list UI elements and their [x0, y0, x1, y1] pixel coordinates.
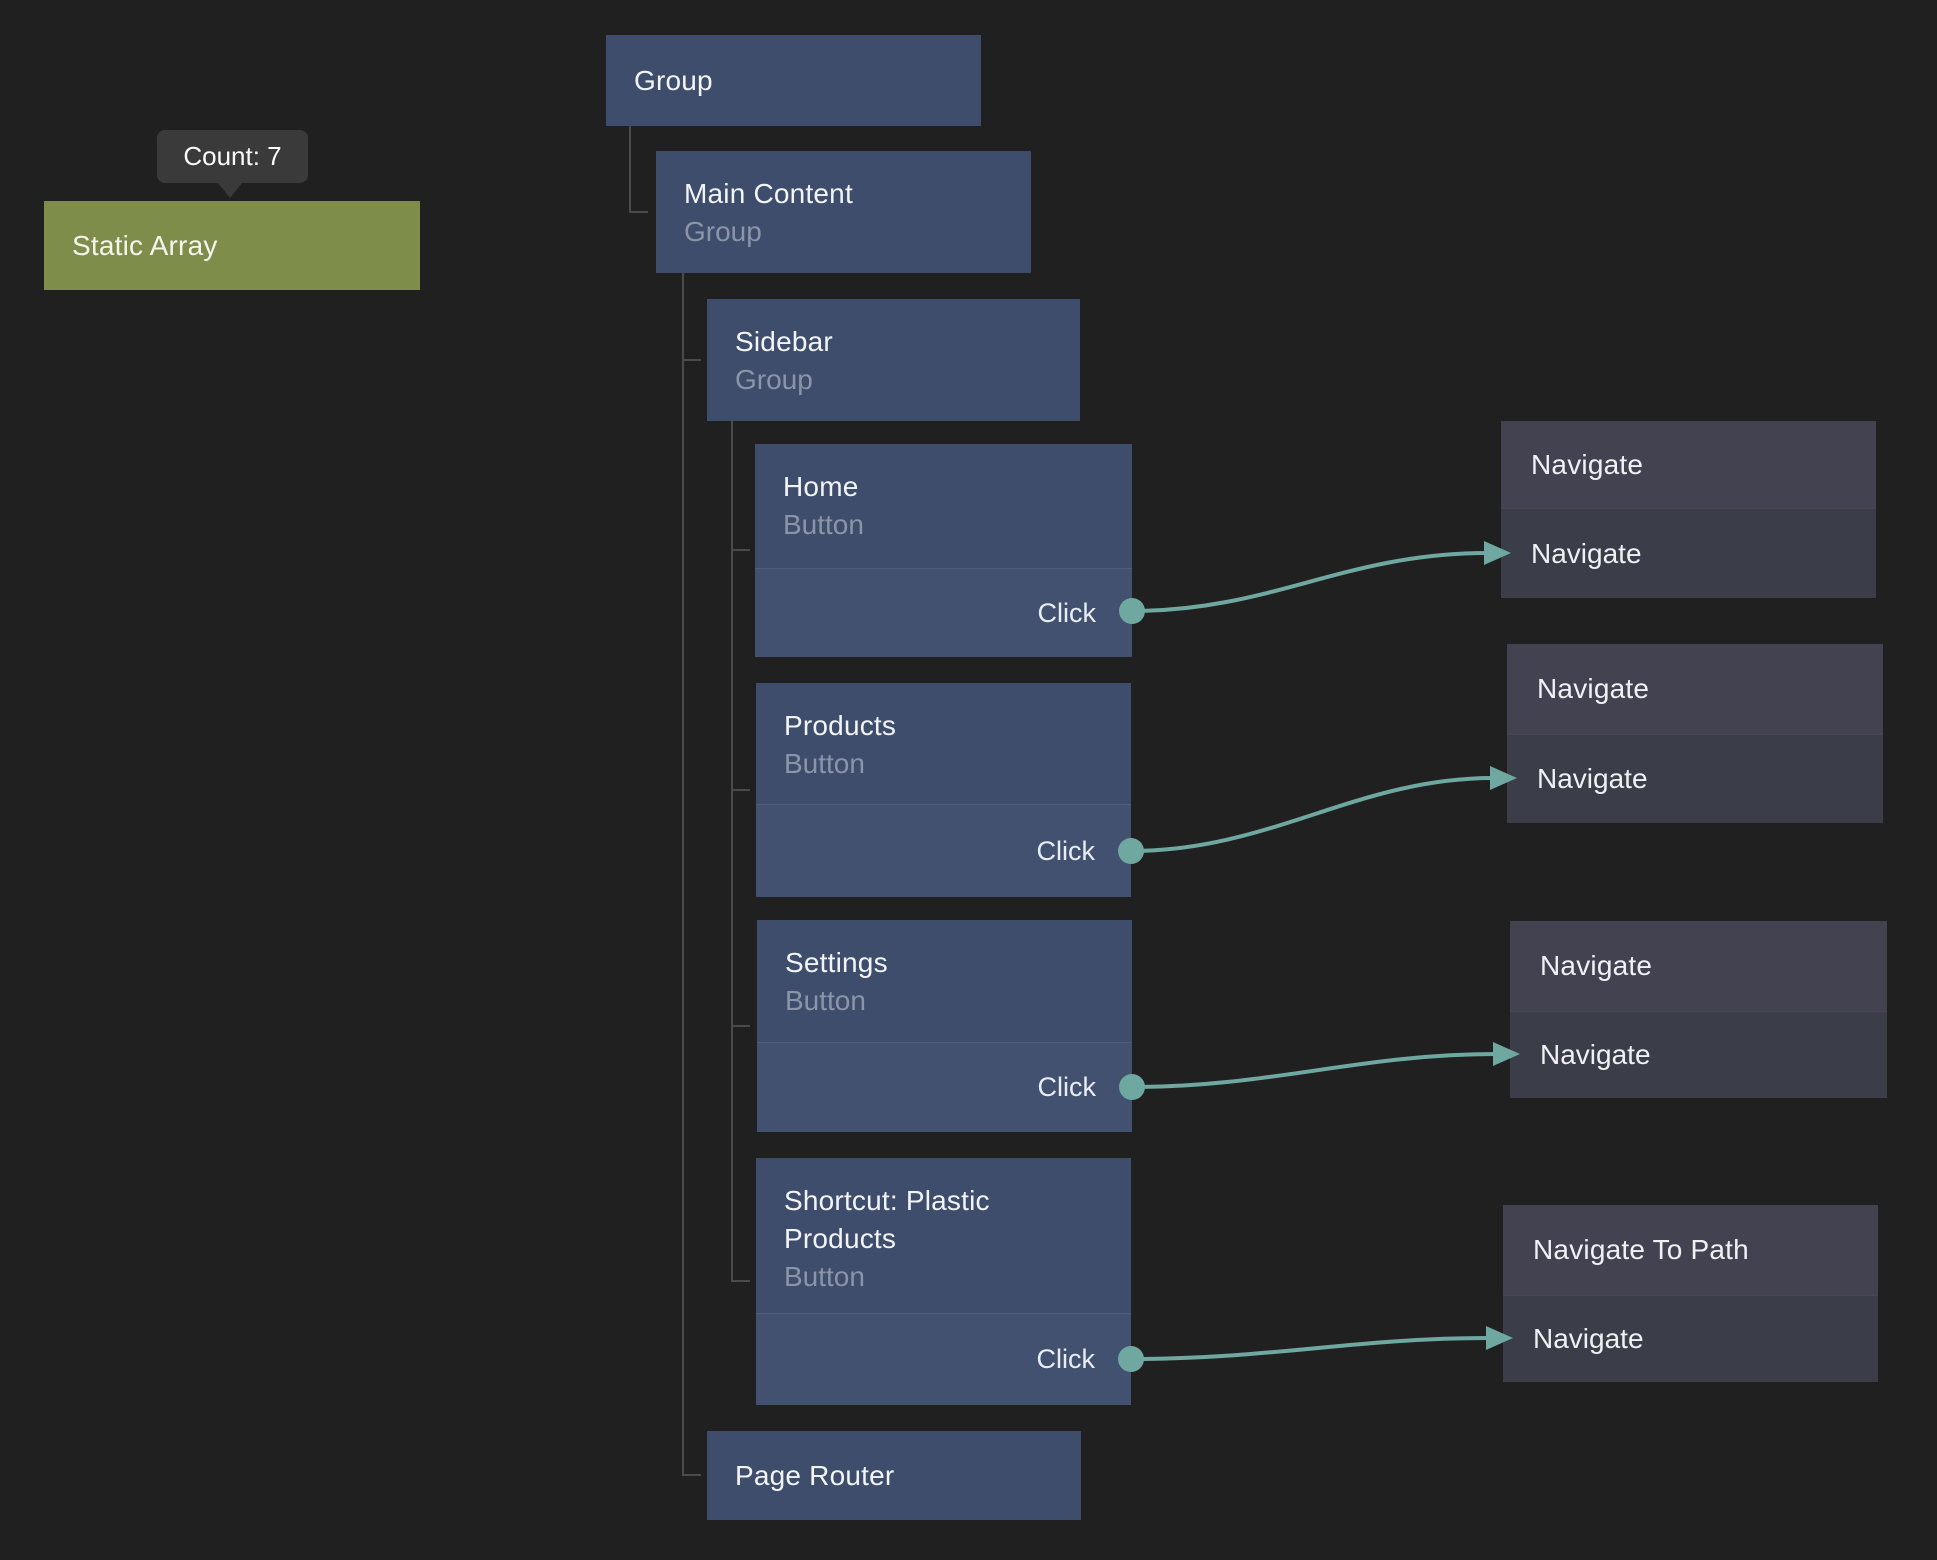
- node-title: Shortcut: Plastic Products: [784, 1185, 990, 1254]
- node-title: Group: [634, 64, 713, 96]
- tree-node-group[interactable]: Group: [606, 35, 981, 126]
- node-title: Settings: [785, 947, 888, 978]
- node-title: Home: [783, 471, 859, 502]
- action-node-title: Navigate: [1540, 950, 1653, 981]
- node-port-row: Click: [756, 1313, 1131, 1405]
- action-node-navigate-1[interactable]: Navigate Navigate: [1501, 421, 1876, 598]
- node-type-label: Group: [735, 364, 813, 395]
- action-node-navigate-2[interactable]: Navigate Navigate: [1507, 644, 1883, 823]
- click-port-label: Click: [1036, 1344, 1096, 1374]
- navigate-input-label: Navigate: [1537, 763, 1648, 794]
- node-header: Settings Button: [757, 920, 1132, 1042]
- count-tooltip: Count: 7: [157, 130, 308, 198]
- node-title: Main Content: [684, 178, 853, 209]
- navigate-input-label: Navigate: [1540, 1039, 1651, 1070]
- action-node-input-row: Navigate: [1507, 734, 1883, 823]
- tree-node-shortcut-button[interactable]: Shortcut: Plastic Products Button Click: [756, 1158, 1131, 1405]
- node-header: Products Button: [756, 683, 1131, 804]
- action-node-input-row: Navigate: [1501, 508, 1876, 598]
- node-title: Sidebar: [735, 326, 833, 357]
- action-node-navigate-3[interactable]: Navigate Navigate: [1510, 921, 1887, 1098]
- node-static-array[interactable]: Static Array: [44, 201, 420, 290]
- tree-line-main-children: [682, 273, 701, 1476]
- node-header: Shortcut: Plastic Products Button: [756, 1158, 1131, 1313]
- node-port-row: Click: [755, 568, 1132, 657]
- tree-node-sidebar[interactable]: Sidebar Group: [707, 299, 1080, 421]
- tree-node-settings-button[interactable]: Settings Button Click: [757, 920, 1132, 1132]
- action-node-header: Navigate: [1501, 421, 1876, 508]
- action-node-title: Navigate To Path: [1533, 1234, 1749, 1265]
- node-title: Page Router: [735, 1459, 895, 1491]
- wire-settings-click-to-navigate[interactable]: [1131, 1052, 1497, 1089]
- navigate-input-label: Navigate: [1533, 1323, 1644, 1354]
- click-port-label: Click: [1036, 835, 1096, 866]
- action-node-input-row: Navigate: [1510, 1011, 1887, 1098]
- node-port-row: Click: [757, 1042, 1132, 1132]
- wire-shortcut-click-to-navigate-to-path[interactable]: [1130, 1336, 1490, 1361]
- node-type-label: Button: [784, 1261, 865, 1292]
- wire-home-click-to-navigate[interactable]: [1131, 551, 1488, 613]
- node-title: Products: [784, 710, 897, 741]
- action-node-input-row: Navigate: [1503, 1295, 1878, 1382]
- node-header: Home Button: [755, 444, 1132, 568]
- tree-line-sidebar-children: [731, 421, 750, 1282]
- click-port-label: Click: [1037, 597, 1097, 628]
- node-header: Sidebar Group: [707, 299, 1080, 399]
- tree-node-main-content[interactable]: Main Content Group: [656, 151, 1031, 273]
- node-type-label: Button: [783, 509, 864, 540]
- click-port-label: Click: [1037, 1072, 1097, 1102]
- action-node-navigate-to-path[interactable]: Navigate To Path Navigate: [1503, 1205, 1878, 1382]
- tree-node-products-button[interactable]: Products Button Click: [756, 683, 1131, 897]
- wire-products-click-to-navigate[interactable]: [1130, 776, 1494, 853]
- node-title: Static Array: [72, 229, 218, 261]
- node-port-row: Click: [756, 804, 1131, 897]
- node-header: Main Content Group: [656, 151, 1031, 251]
- action-node-header: Navigate: [1510, 921, 1887, 1011]
- node-type-label: Group: [684, 216, 762, 247]
- node-type-label: Button: [784, 748, 865, 779]
- node-type-label: Button: [785, 985, 866, 1016]
- action-node-header: Navigate: [1507, 644, 1883, 734]
- action-node-header: Navigate To Path: [1503, 1205, 1878, 1295]
- tree-node-home-button[interactable]: Home Button Click: [755, 444, 1132, 657]
- count-tooltip-text: Count: 7: [183, 141, 282, 171]
- navigate-input-label: Navigate: [1531, 537, 1642, 569]
- action-node-title: Navigate: [1537, 673, 1650, 704]
- action-node-title: Navigate: [1531, 448, 1644, 480]
- tree-node-page-router[interactable]: Page Router: [707, 1431, 1081, 1520]
- tree-line-group-to-main: [629, 126, 648, 213]
